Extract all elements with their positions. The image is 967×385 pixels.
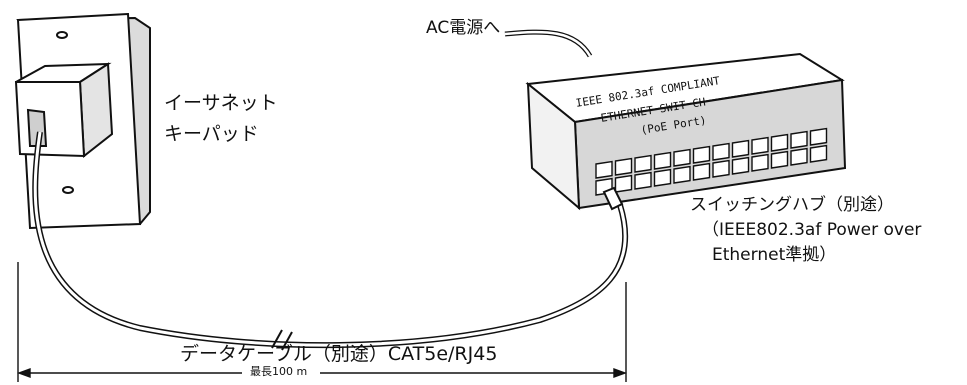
switch-port (809, 144, 828, 163)
switch-port (673, 165, 691, 184)
switch-port (712, 142, 730, 161)
hub-label-line1: スイッチングハブ（別途） (690, 195, 894, 215)
length-dimension (16, 262, 628, 382)
switch-port (731, 139, 750, 158)
switch-port (692, 162, 711, 181)
keypad-module (14, 62, 114, 158)
switch-port (614, 157, 633, 176)
switching-hub (525, 52, 847, 211)
ac-power-label: AC電源へ (426, 18, 501, 38)
switch-port (692, 145, 711, 164)
keypad-label-line2: キーパッド (164, 123, 259, 145)
switch-port (809, 127, 828, 146)
switch-port (770, 150, 789, 169)
switch-port (790, 130, 808, 149)
max-length-label: 最長100 m (250, 365, 308, 378)
cable-label: データケーブル（別途）CAT5e/RJ45 (180, 343, 498, 365)
switch-port (653, 168, 672, 187)
switch-port-grid (595, 127, 828, 196)
switch-port (712, 159, 730, 178)
hub-label-line2: （IEEE802.3af Power over (702, 220, 922, 240)
switch-port (751, 153, 769, 172)
switch-port (634, 154, 652, 173)
switch-port (731, 156, 750, 175)
ac-power-cable (504, 29, 593, 58)
hub-label-line3: Ethernet準拠） (712, 245, 837, 265)
switch-port (751, 136, 769, 155)
keypad-label-line1: イーサネット (164, 92, 278, 114)
switch-port (673, 148, 691, 167)
switch-port (634, 171, 652, 190)
switch-port (614, 174, 633, 193)
data-cable (32, 131, 629, 351)
switch-port (790, 147, 808, 166)
switch-port (770, 133, 789, 152)
switch-port (653, 151, 672, 170)
switch-port (595, 160, 613, 179)
